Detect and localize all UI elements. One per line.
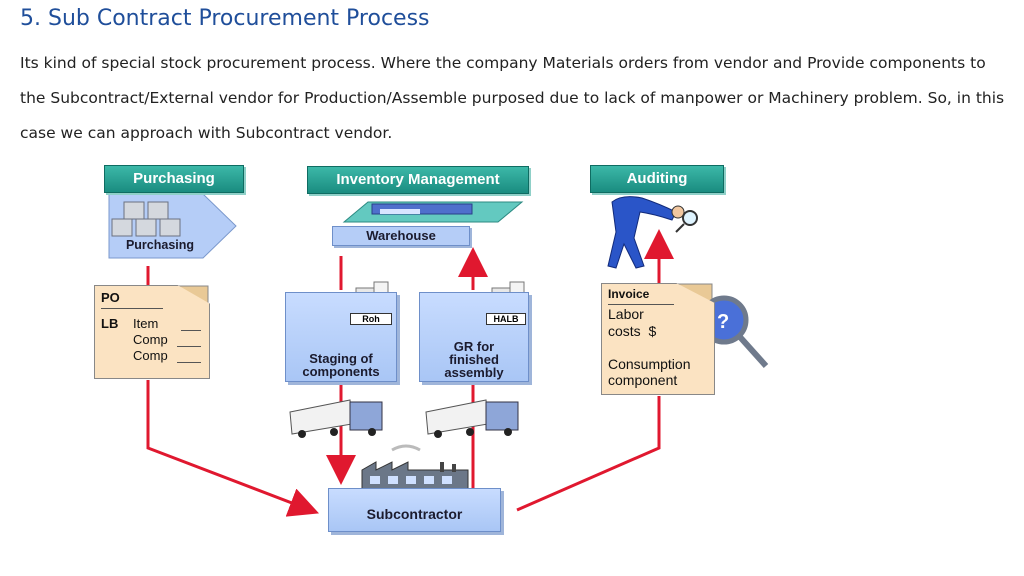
po-doc-po: PO <box>101 290 120 305</box>
invoice-doc-labor: Labor <box>608 306 644 322</box>
intro-paragraph: Its kind of special stock procurement pr… <box>20 54 1005 142</box>
invoice-document: Invoice Labor costs $ Consumption compon… <box>601 283 715 395</box>
warehouse-icon <box>342 201 524 223</box>
po-doc-comp-1: Comp <box>133 332 168 347</box>
staging-box: Roh Staging of components <box>285 292 397 382</box>
factory-icon <box>361 444 469 491</box>
staging-tag-label: Roh <box>362 314 380 324</box>
gr-box: HALB GR for finished assembly <box>419 292 529 382</box>
gr-label-2: finished <box>449 352 499 367</box>
slide-title: 5. Sub Contract Procurement Process <box>20 6 430 31</box>
header-purchasing: Purchasing <box>104 165 244 193</box>
po-document: PO LB Item Comp Comp <box>94 285 210 379</box>
po-doc-line-3 <box>177 362 201 363</box>
po-doc-comp-2: Comp <box>133 348 168 363</box>
warehouse-label: Warehouse <box>366 228 436 243</box>
invoice-doc-component: component <box>608 372 678 388</box>
gr-label-3: assembly <box>444 365 504 380</box>
gr-label-1: GR for <box>453 339 495 354</box>
truck-icon-right <box>425 399 519 438</box>
gr-tag: HALB <box>486 313 526 325</box>
subcontractor-box: Subcontractor <box>328 488 501 532</box>
staging-tag: Roh <box>350 313 392 325</box>
purchasing-label: Purchasing <box>125 238 195 252</box>
arrow-subcontractor-invoice <box>516 396 661 512</box>
staging-label-2: components <box>302 364 380 379</box>
staging-label-1: Staging of <box>309 351 373 366</box>
subcontractor-label: Subcontractor <box>366 506 463 522</box>
header-purchasing-label: Purchasing <box>133 170 215 187</box>
po-doc-item: Item <box>133 316 159 331</box>
boxes-icon <box>111 201 181 237</box>
auditor-icon <box>607 196 698 269</box>
arrow-po-subcontractor <box>146 380 320 517</box>
po-doc-line-2 <box>177 346 201 347</box>
header-inventory-label: Inventory Management <box>336 171 500 188</box>
gr-tag-label: HALB <box>493 314 519 324</box>
invoice-doc-divider <box>608 304 674 305</box>
po-doc-lb: LB <box>101 316 119 331</box>
invoice-doc-costs: costs $ <box>608 323 657 339</box>
warehouse-label-box: Warehouse <box>332 226 470 246</box>
truck-icon-left <box>289 399 383 438</box>
po-doc-line-1 <box>181 330 201 331</box>
question-mark: ? <box>717 311 729 333</box>
invoice-doc-consumption: Consumption <box>608 356 691 372</box>
header-inventory: Inventory Management <box>307 166 529 194</box>
po-doc-divider <box>101 308 163 309</box>
header-auditing: Auditing <box>590 165 724 193</box>
header-auditing-label: Auditing <box>626 170 688 187</box>
invoice-doc-title: Invoice <box>608 287 650 301</box>
